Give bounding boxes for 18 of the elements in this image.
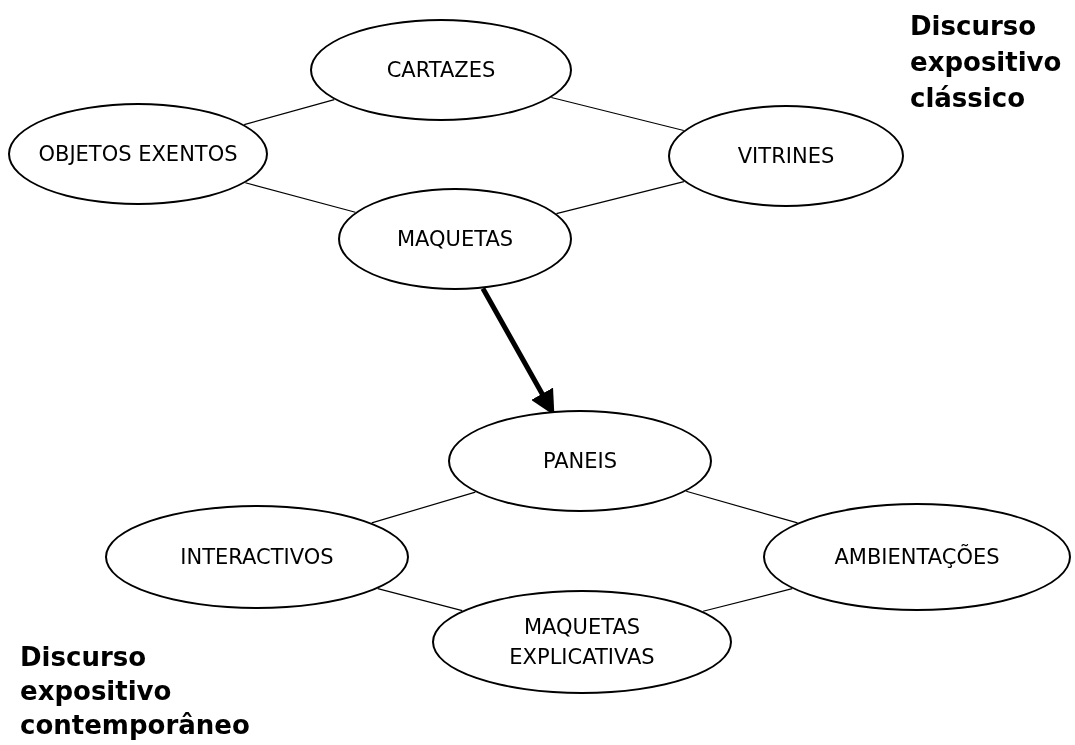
node-label: CARTAZES — [385, 57, 497, 84]
connector-line — [243, 99, 335, 126]
connector-line — [555, 181, 685, 215]
connector-line — [702, 588, 793, 612]
node-label: OBJETOS EXENTOS — [37, 141, 239, 168]
node-label: VITRINES — [736, 143, 836, 170]
node-label: INTERACTIVOS — [179, 544, 335, 571]
node-label: PANEIS — [541, 448, 619, 475]
connector-line — [550, 96, 685, 132]
connector-line — [244, 182, 356, 213]
connector-line — [685, 490, 799, 524]
node-label: MAQUETAS EXPLICATIVAS — [508, 614, 656, 671]
connector-line — [371, 491, 476, 524]
node-label: AMBIENTAÇÕES — [833, 543, 1001, 571]
connector-line — [377, 588, 463, 612]
section-title: Discurso expositivo clássico — [910, 10, 1063, 115]
node-label: MAQUETAS — [395, 226, 515, 253]
section-title: Discurso expositivo contemporâneo — [20, 641, 251, 742]
